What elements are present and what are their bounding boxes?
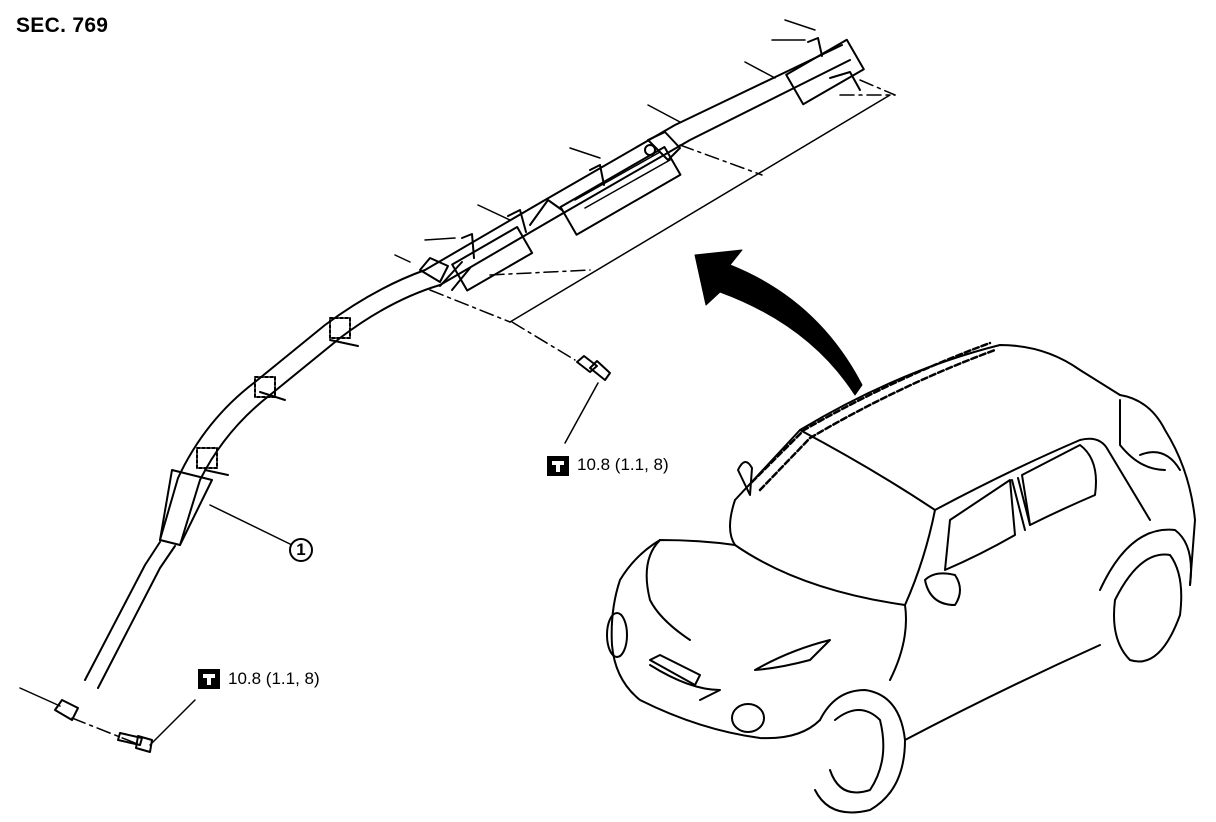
curtain-airbag-module (19, 19, 896, 746)
torque-spec-upper: 10.8 (1.1, 8) (577, 455, 669, 475)
torque-wrench-icon (197, 668, 221, 690)
lower-bolt (117, 699, 196, 753)
torque-spec-lower-value: 10.8 (1.1, 8) (228, 669, 320, 688)
callout-part-1: 1 (289, 538, 313, 562)
torque-spec-upper-value: 10.8 (1.1, 8) (577, 455, 669, 474)
callout-leader (209, 504, 293, 546)
upper-bolt (511, 321, 611, 444)
torque-wrench-icon (546, 455, 570, 477)
direction-arrow (694, 249, 863, 396)
torque-spec-lower: 10.8 (1.1, 8) (228, 669, 320, 689)
vehicle-outline (606, 341, 1196, 814)
section-label: SEC. 769 (16, 14, 109, 37)
